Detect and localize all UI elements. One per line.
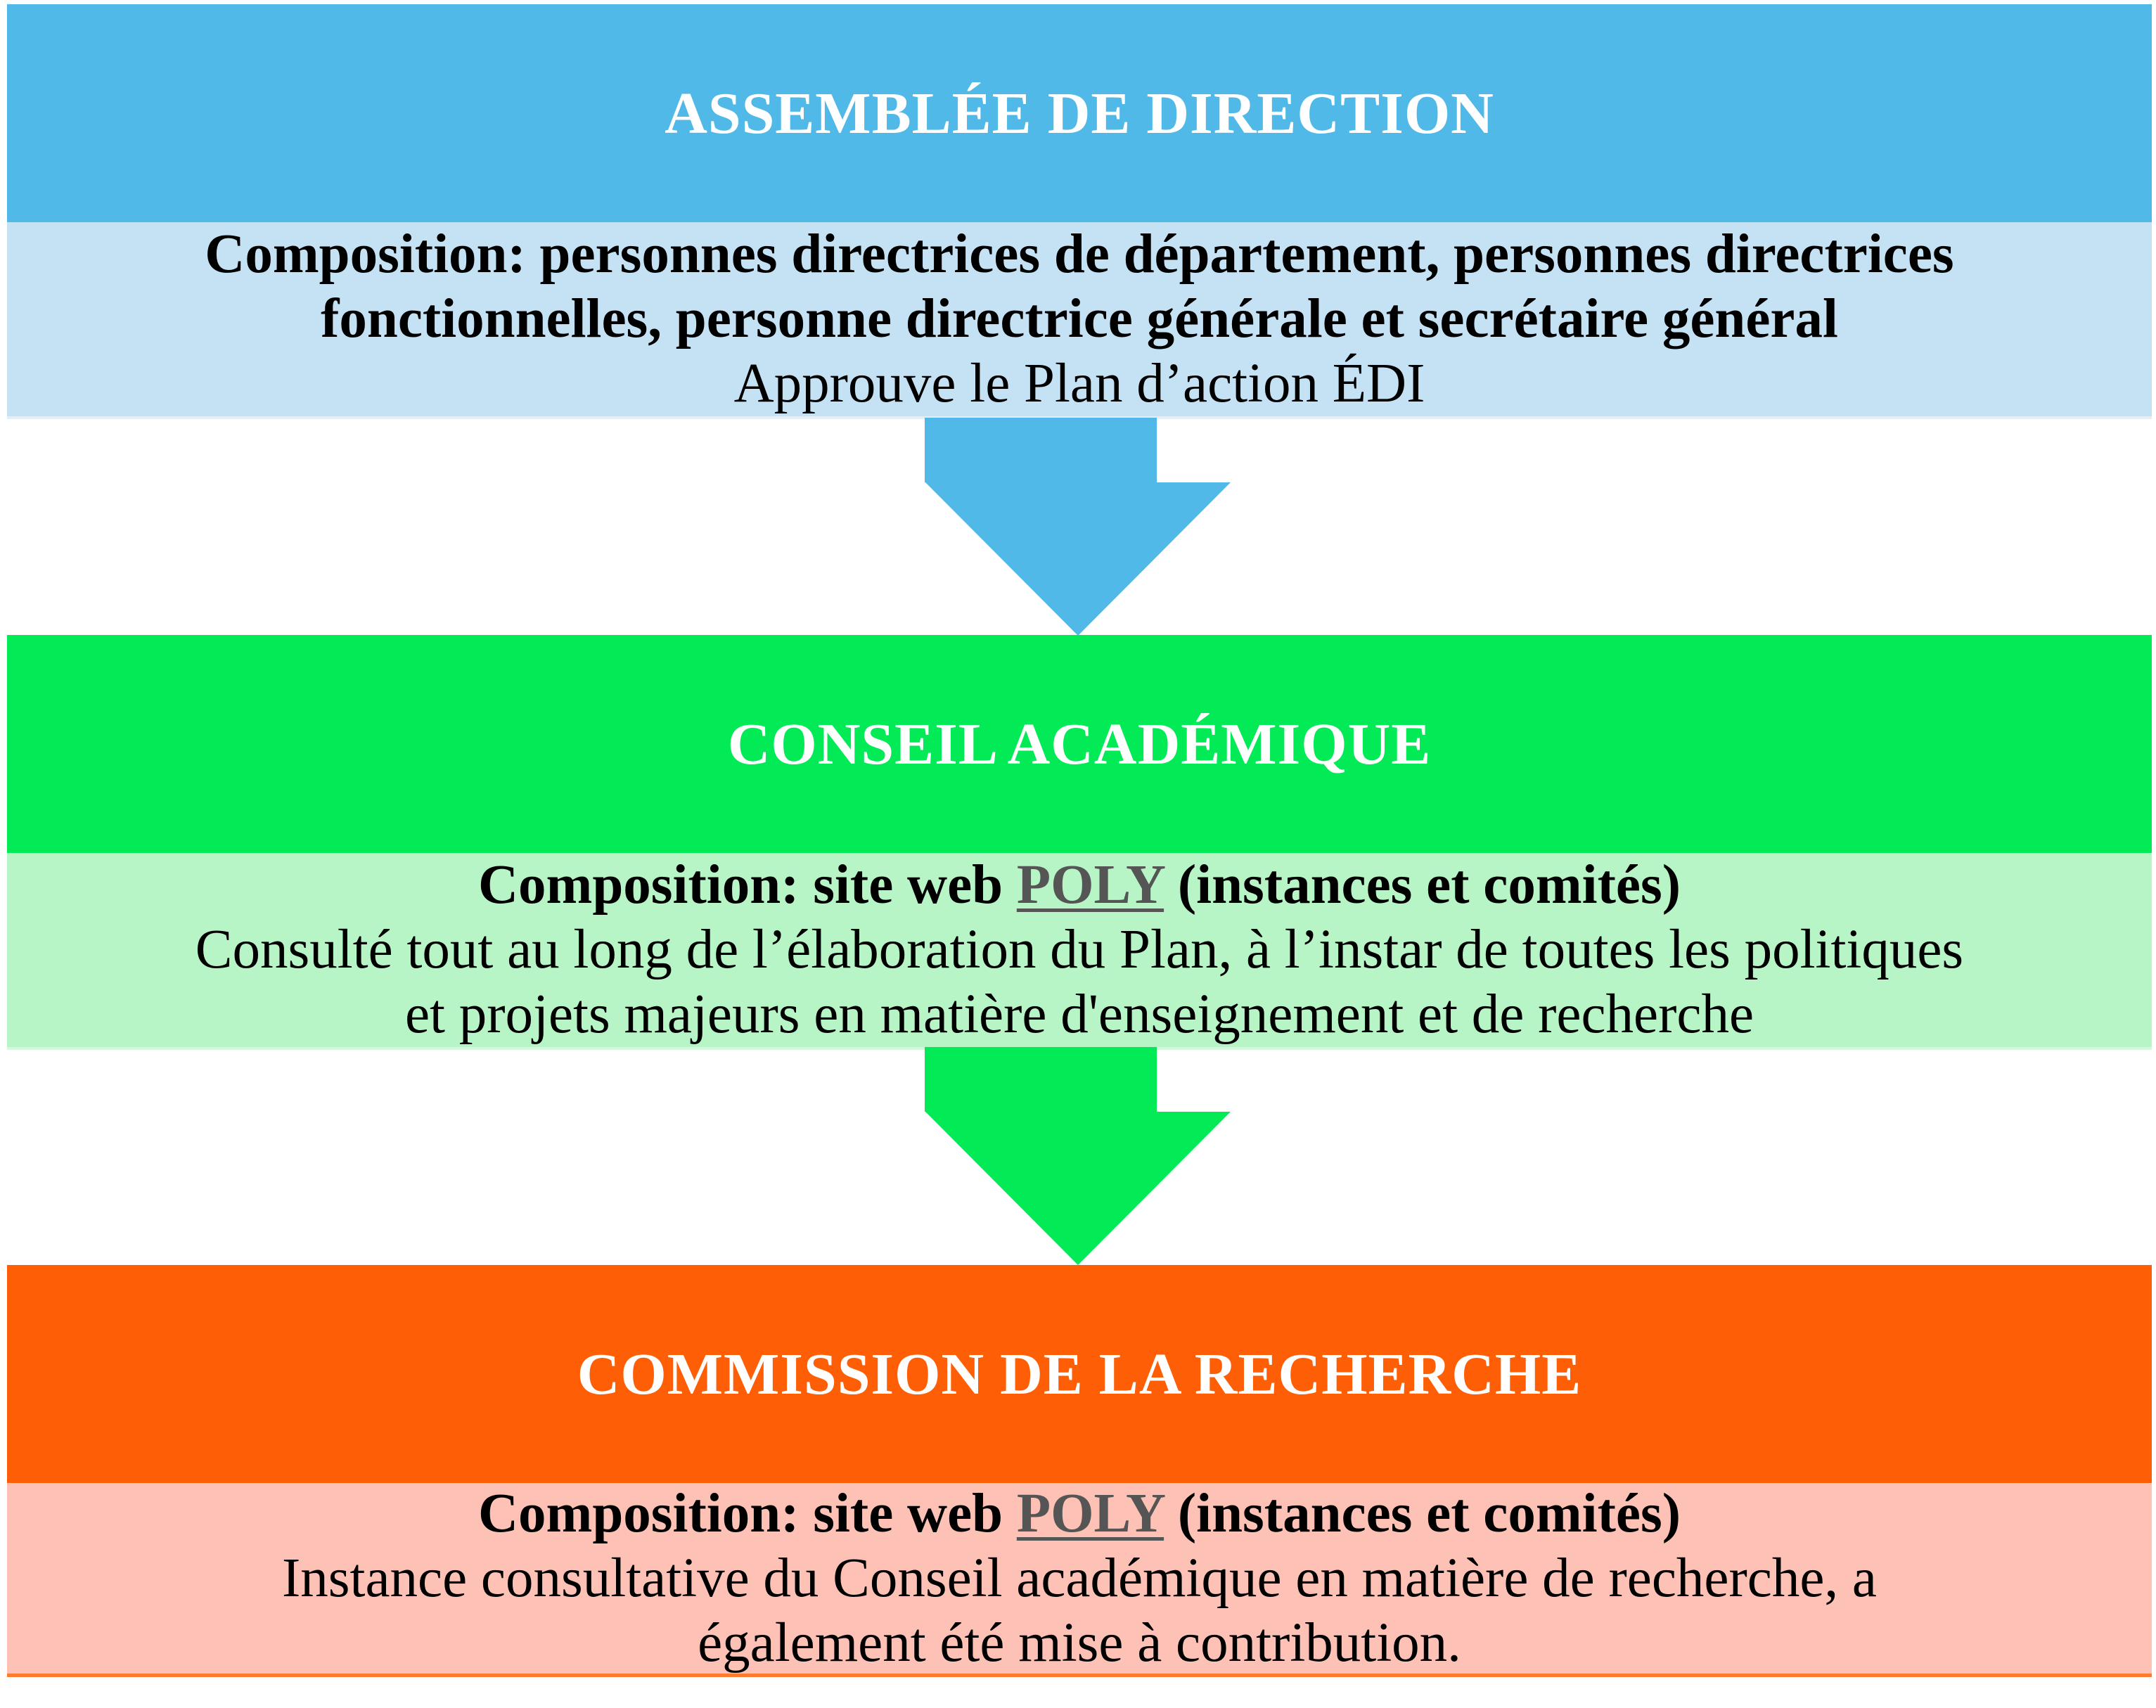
down-arrow-shape — [925, 1047, 1231, 1265]
commission-title-bar: COMMISSION DE LA RECHERCHE — [7, 1265, 2152, 1483]
conseil-composition-prefix: Composition: site web — [477, 854, 1017, 916]
assemblee-composition-line1: Composition: personnes directrices de dé… — [205, 224, 1954, 285]
conseil-details: Composition: site web POLY (instances et… — [7, 853, 2152, 1050]
assemblee-title: ASSEMBLÉE DE DIRECTION — [665, 80, 1494, 146]
commission-recherche-box: COMMISSION DE LA RECHERCHE Composition: … — [7, 1265, 2152, 1677]
conseil-description-line2: et projets majeurs en matière d'enseigne… — [404, 984, 1754, 1045]
commission-poly-link[interactable]: POLY — [1016, 1482, 1164, 1544]
down-arrow-icon — [925, 1047, 1231, 1265]
assemblee-title-bar: ASSEMBLÉE DE DIRECTION — [7, 4, 2152, 222]
assemblee-composition-line2: fonctionnelles, personne directrice géné… — [321, 288, 1838, 349]
assemblee-de-direction-box: ASSEMBLÉE DE DIRECTION Composition: pers… — [7, 4, 2152, 419]
conseil-composition: Composition: site web POLY (instances et… — [478, 853, 1681, 918]
down-arrow-icon — [925, 418, 1231, 636]
commission-composition-prefix: Composition: site web — [477, 1482, 1017, 1544]
conseil-poly-link[interactable]: POLY — [1016, 854, 1164, 916]
commission-details: Composition: site web POLY (instances et… — [7, 1483, 2152, 1677]
commission-title: COMMISSION DE LA RECHERCHE — [577, 1341, 1582, 1407]
assemblee-details: Composition: personnes directrices de dé… — [7, 222, 2152, 419]
conseil-title: CONSEIL ACADÉMIQUE — [727, 711, 1432, 777]
conseil-academique-box: CONSEIL ACADÉMIQUE Composition: site web… — [7, 635, 2152, 1050]
down-arrow-shape — [925, 418, 1231, 636]
conseil-title-bar: CONSEIL ACADÉMIQUE — [7, 635, 2152, 853]
assemblee-description: Approuve le Plan d’action ÉDI — [733, 353, 1425, 414]
commission-composition-suffix: (instances et comités) — [1164, 1482, 1681, 1544]
commission-description-line1: Instance consultative du Conseil académi… — [281, 1547, 1877, 1609]
commission-composition: Composition: site web POLY (instances et… — [478, 1482, 1681, 1546]
conseil-description-line1: Consulté tout au long de l’élaboration d… — [195, 919, 1964, 980]
commission-description-line2: également été mise à contribution. — [698, 1612, 1461, 1674]
conseil-composition-suffix: (instances et comités) — [1164, 854, 1681, 916]
